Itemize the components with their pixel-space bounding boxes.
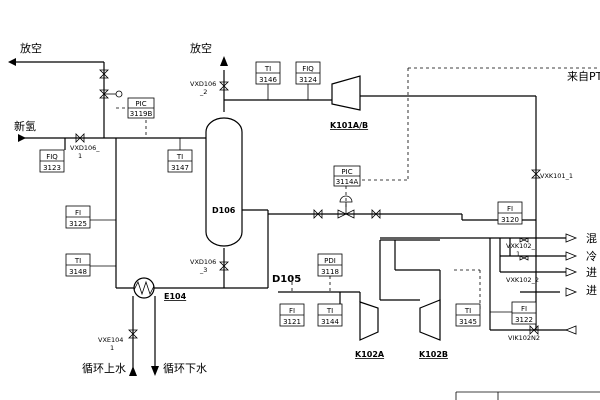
svg-text:3148: 3148 <box>69 268 87 276</box>
svg-text:TI: TI <box>74 257 81 265</box>
svg-text:3147: 3147 <box>171 164 189 172</box>
mix-label: 混 <box>586 232 597 245</box>
svg-text:VXE104: VXE104 <box>98 336 123 344</box>
svg-text:VXD106: VXD106 <box>190 80 216 88</box>
instrument-ti3146[interactable]: TI 3146 <box>255 61 281 85</box>
svg-text:3145: 3145 <box>459 318 477 326</box>
instrument-fi3122[interactable]: FI 3122 <box>511 301 537 325</box>
svg-text:VXK102_2: VXK102_2 <box>506 276 539 284</box>
instrument-fiq3124[interactable]: FIQ 3124 <box>295 61 321 85</box>
svg-text:FI: FI <box>521 305 527 313</box>
svg-text:3121: 3121 <box>283 318 301 326</box>
instrument-taps <box>90 84 536 313</box>
svg-text:TI: TI <box>176 153 183 161</box>
svg-text:1: 1 <box>78 152 82 160</box>
svg-text:TI: TI <box>326 307 333 315</box>
svg-text:FI: FI <box>75 209 81 217</box>
svg-text:VXD106_: VXD106_ <box>70 144 100 152</box>
svg-text:3144: 3144 <box>321 318 339 326</box>
svg-text:PIC: PIC <box>135 100 146 108</box>
instrument-fiq3123[interactable]: FIQ 3123 <box>39 149 65 173</box>
svg-text:PIC: PIC <box>341 168 352 176</box>
instrument-fi3125[interactable]: FI 3125 <box>65 205 91 229</box>
svg-text:3125: 3125 <box>69 220 87 228</box>
svg-text:VXK101_1: VXK101_1 <box>540 172 573 180</box>
instrument-pdi3118[interactable]: PDI 3118 <box>317 253 343 277</box>
svg-text:PDI: PDI <box>324 257 336 265</box>
instrument-pic3119b[interactable]: PIC 3119B <box>127 97 155 119</box>
svg-text:FIQ: FIQ <box>46 153 58 161</box>
vent-left-label: 放空 <box>20 41 42 55</box>
equipment-symbols <box>133 75 441 341</box>
flow-arrows <box>8 56 578 376</box>
instrument-fi3121[interactable]: FI 3121 <box>279 303 305 327</box>
out1-label: 进 <box>586 266 597 279</box>
k102b-label: K102B <box>419 350 448 359</box>
instrument-fi3120[interactable]: FI 3120 <box>497 201 523 225</box>
instrument-ti3148[interactable]: TI 3148 <box>65 253 91 277</box>
svg-text:1: 1 <box>516 250 520 258</box>
instrument-ti3144[interactable]: TI 3144 <box>317 303 343 327</box>
svg-text:_3: _3 <box>199 266 207 274</box>
svg-text:3114A: 3114A <box>336 178 359 186</box>
svg-text:1: 1 <box>110 344 114 352</box>
valve-symbols <box>75 69 541 339</box>
e104-label: E104 <box>164 292 187 301</box>
d106-label: D106 <box>212 206 236 215</box>
instrument-pic3114a[interactable]: PIC 3114A <box>333 165 361 187</box>
new-hydrogen-label: 新氢 <box>14 119 36 133</box>
circ-water-in-label: 循环上水 <box>82 362 126 375</box>
svg-text:3124: 3124 <box>299 76 317 84</box>
from-pt-label: 来自PT <box>567 70 600 83</box>
svg-text:TI: TI <box>264 65 271 73</box>
instrument-ti3145[interactable]: TI 3145 <box>455 303 481 327</box>
circ-water-out-label: 循环下水 <box>163 362 207 375</box>
equipment-labels: D106 D105 E104 K101A/B K102A K102B <box>164 121 448 359</box>
k102a-label: K102A <box>355 350 385 359</box>
k101ab-compressor <box>331 75 361 111</box>
out2-label: 进 <box>586 284 597 297</box>
svg-text:VXD106: VXD106 <box>190 258 216 266</box>
svg-text:3120: 3120 <box>501 216 519 224</box>
d106-vessel <box>205 117 243 247</box>
svg-text:FI: FI <box>507 205 513 213</box>
svg-text:3122: 3122 <box>515 316 533 324</box>
k102a-compressor <box>359 301 379 341</box>
k102b-compressor <box>419 299 441 341</box>
instrument-ti3147[interactable]: TI 3147 <box>167 149 193 173</box>
svg-text:VIK102N2: VIK102N2 <box>508 334 540 342</box>
cold-label: 冷 <box>586 250 597 263</box>
svg-text:3123: 3123 <box>43 164 61 172</box>
k101ab-label: K101A/B <box>330 121 368 130</box>
svg-text:FI: FI <box>289 307 295 315</box>
valve-labels: VXD106_ 1 VXD106 _2 VXD106 _3 VXE104 1 V… <box>70 80 573 352</box>
title-block <box>455 391 600 400</box>
svg-text:_2: _2 <box>199 88 207 96</box>
d105-label: D105 <box>272 274 301 285</box>
svg-text:3118: 3118 <box>321 268 339 276</box>
svg-text:VXK102_: VXK102_ <box>506 242 536 250</box>
process-lines <box>10 61 568 368</box>
stream-labels: 放空 放空 新氢 来自PT 循环上水 循环下水 混 冷 进 进 <box>14 41 600 375</box>
svg-text:3119B: 3119B <box>130 110 153 118</box>
svg-text:3146: 3146 <box>259 76 277 84</box>
svg-text:FIQ: FIQ <box>302 65 314 73</box>
vent-mid-label: 放空 <box>190 41 212 55</box>
instrument-bubbles: PIC 3119B FIQ 3123 TI 3147 FI 3125 T <box>39 61 537 327</box>
signal-lines <box>116 67 600 310</box>
svg-text:TI: TI <box>464 307 471 315</box>
